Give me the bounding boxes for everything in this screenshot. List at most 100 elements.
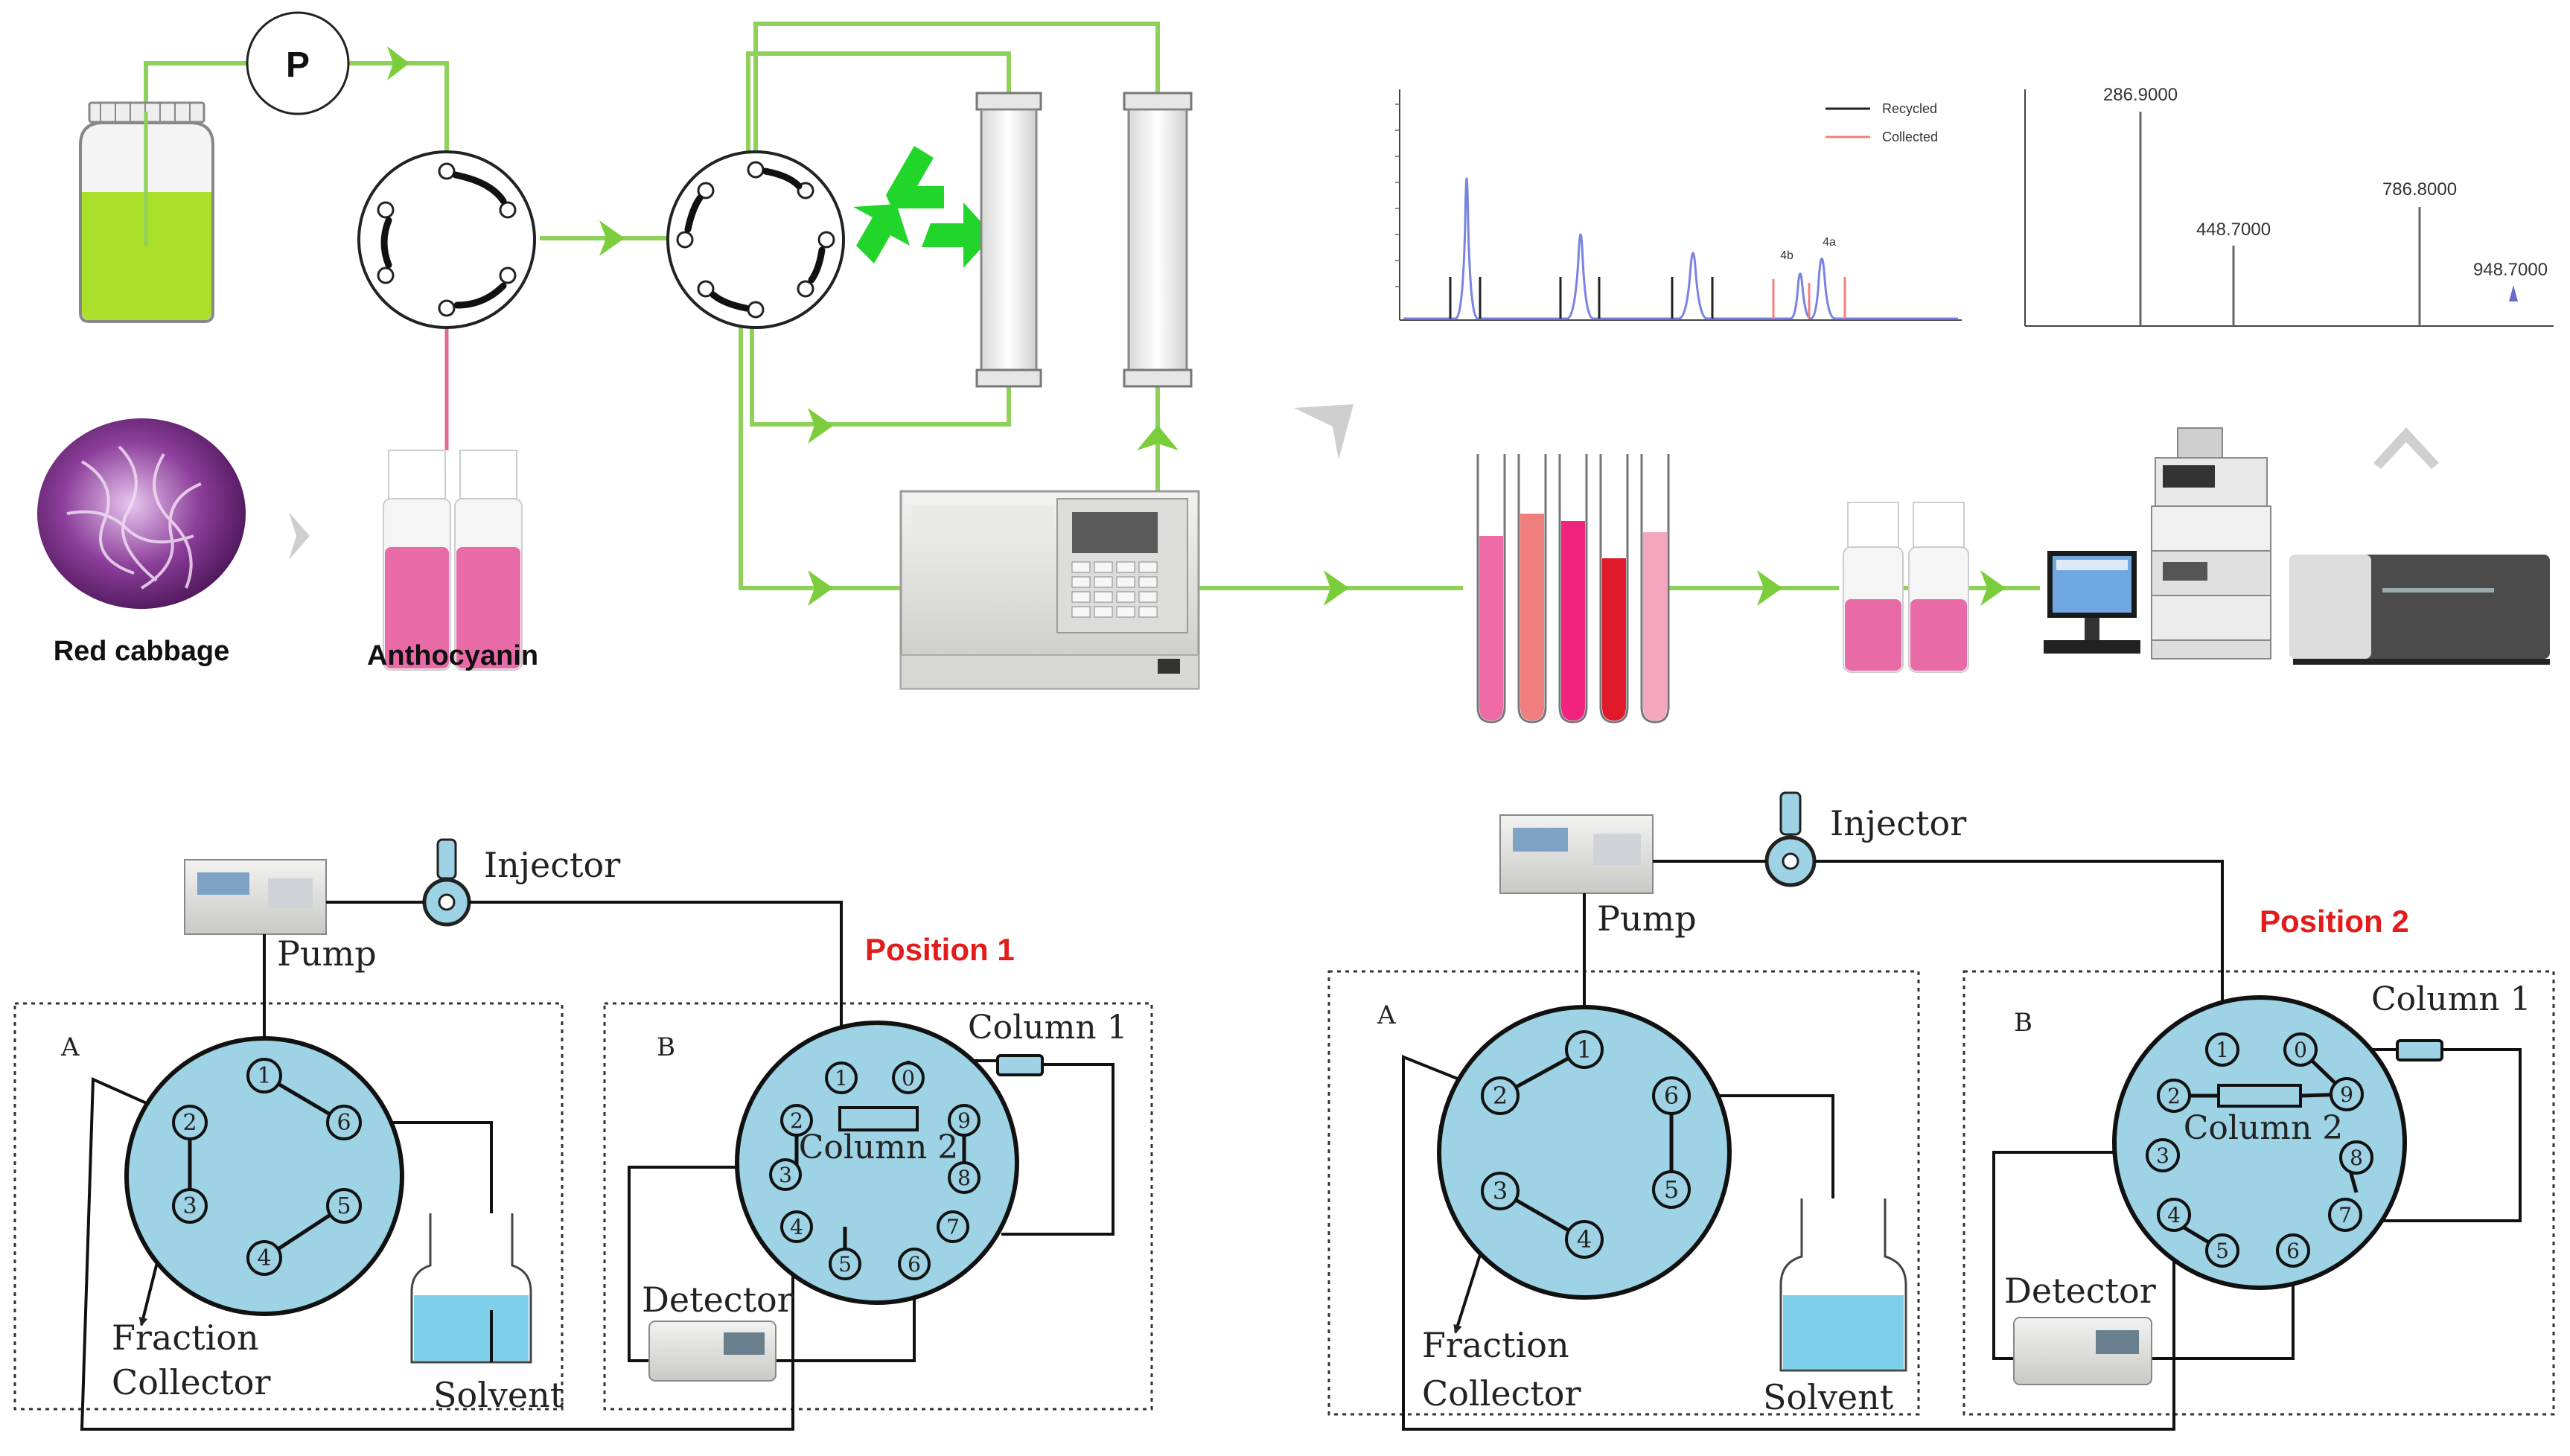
ms-peak-label-3: 786.8000	[2382, 179, 2457, 199]
port-b-1: 1	[835, 1066, 848, 1091]
valve-b: 1 0 9 8 7 6 5 4 3 2 Column 2	[2112, 995, 2407, 1290]
fraction-label-2: Collector	[112, 1362, 270, 1402]
box-a-dashed	[13, 1002, 564, 1411]
valve-b-ports	[2146, 1032, 2373, 1268]
pump-symbol: P	[246, 11, 350, 115]
column-tube-icons	[975, 92, 1193, 388]
port-b-4: 4	[2167, 1203, 2181, 1227]
box-a-dashed	[1327, 970, 1920, 1416]
port-a-3: 3	[182, 1193, 197, 1219]
chromatogram-recycled-peaks	[1449, 277, 1714, 319]
chromatogram-trace-blue	[1403, 177, 1958, 320]
top-flow-section: P	[37, 11, 2554, 724]
port-a-5: 5	[1664, 1175, 1679, 1204]
port-b-0: 0	[2294, 1038, 2307, 1062]
valve-a-ports	[1481, 1030, 1691, 1259]
port-a-3: 3	[1493, 1177, 1508, 1205]
port-b-9: 9	[2340, 1082, 2353, 1107]
column-tube-2	[1123, 92, 1193, 388]
anthocyanin-vials-icon: Anthocyanin	[367, 450, 538, 671]
red-cabbage-image: Red cabbage	[37, 418, 246, 667]
valve-a-ports	[172, 1058, 362, 1276]
solvent-beaker-icon	[410, 1213, 532, 1364]
pump-label: Pump	[1597, 898, 1697, 939]
column-2-rect	[838, 1106, 919, 1131]
injector-label: Injector	[484, 845, 620, 885]
green-arrows	[387, 46, 2006, 606]
port-b-0: 0	[902, 1066, 915, 1091]
position-title: Position 2	[2260, 904, 2409, 939]
port-b-3: 3	[2156, 1143, 2169, 1168]
column-2-label: Column 2	[2184, 1109, 2344, 1147]
port-a-5: 5	[337, 1193, 351, 1219]
box-a-label: A	[1377, 1000, 1396, 1030]
fraction-label-1: Fraction	[112, 1318, 259, 1358]
mass-spectrum-plot: 286.9000 448.7000 786.8000 948.7000	[2024, 85, 2554, 327]
position-title: Position 1	[865, 932, 1015, 967]
pump-label: Pump	[277, 933, 377, 974]
port-b-2: 2	[790, 1108, 803, 1133]
port-a-4: 4	[257, 1245, 271, 1271]
detector-device-icon	[2013, 1317, 2152, 1385]
box-b-label: B	[2014, 1008, 2032, 1038]
pump-device-icon	[1499, 814, 1654, 894]
fraction-label-2: Collector	[1422, 1373, 1581, 1414]
test-tubes-icon	[1476, 454, 1670, 724]
column-2-rect	[2217, 1084, 2302, 1108]
hplc-stack-icon	[2151, 427, 2271, 660]
fraction-collector-machine-icon	[899, 490, 1200, 690]
port-b-7: 7	[946, 1215, 960, 1239]
valve-a: 1 2 3 4 5 6	[124, 1036, 404, 1316]
port-b-1: 1	[2216, 1038, 2229, 1062]
chromatogram-legend: Recycled Collected	[1826, 101, 1938, 144]
anthocyanin-label: Anthocyanin	[367, 640, 538, 671]
port-a-1: 1	[1577, 1035, 1592, 1064]
legend-recycled: Recycled	[1882, 101, 1937, 116]
port-b-2: 2	[2167, 1084, 2181, 1108]
port-b-9: 9	[957, 1108, 971, 1133]
red-cabbage-label: Red cabbage	[54, 636, 230, 667]
fraction-label-1: Fraction	[1422, 1325, 1569, 1365]
port-b-7: 7	[2338, 1203, 2352, 1227]
column-1-label: Column 1	[968, 1009, 1128, 1047]
port-a-4: 4	[1577, 1225, 1592, 1254]
port-b-5: 5	[2216, 1239, 2229, 1263]
position-2-diagram: A B Position 2 Pump Injector	[1327, 791, 2555, 1431]
port-b-6: 6	[2286, 1239, 2300, 1263]
port-b-5: 5	[838, 1252, 852, 1277]
port-a-6: 6	[337, 1110, 351, 1136]
detector-label: Detector	[2004, 1271, 2156, 1311]
column-1-label: Column 1	[2371, 980, 2531, 1018]
ms-peak-label-4: 948.7000	[2473, 260, 2548, 280]
port-a-6: 6	[1664, 1082, 1679, 1110]
port-a-2: 2	[1493, 1082, 1508, 1110]
valve-b-ports	[769, 1061, 981, 1280]
position-1-diagram: A B Position 1 Pump Injector	[13, 838, 1153, 1431]
valve-b: 1 0 9 8 7 6 5 4 3 2 Column 2	[735, 1021, 1019, 1305]
chromatogram-plot: Recycled Collected 4b 4a	[1395, 89, 1962, 321]
detector-label: Detector	[642, 1280, 794, 1320]
injector-label: Injector	[1830, 803, 1966, 843]
peak-label-4b: 4b	[1780, 249, 1793, 262]
chromatogram-collected-peaks	[1772, 277, 1846, 319]
box-a-label: A	[60, 1032, 80, 1062]
solvent-label: Solvent	[1763, 1377, 1894, 1417]
box-b-label: B	[657, 1032, 675, 1062]
ms-peak-label-1: 286.9000	[2103, 85, 2178, 105]
grey-chevrons	[289, 404, 2439, 560]
chromatogram-y-ticks	[1395, 103, 1400, 287]
recycle-icon	[853, 146, 993, 268]
pump-device-icon	[184, 859, 327, 935]
box-b-dashed	[603, 1002, 1153, 1411]
solvent-label: Solvent	[433, 1375, 564, 1415]
mass-spectrometer-icon	[2289, 555, 2550, 665]
port-b-3: 3	[779, 1163, 792, 1187]
collected-vials-icon	[1843, 502, 1969, 673]
port-b-6: 6	[908, 1252, 921, 1277]
computer-icon	[2044, 551, 2140, 654]
injector-icon	[422, 838, 471, 927]
valve-a: 1 2 3 4 5 6	[1437, 1005, 1732, 1300]
solvent-beaker-icon	[1779, 1198, 1907, 1372]
eight-port-valve-icon	[666, 150, 845, 329]
injector-icon	[1764, 791, 1817, 887]
